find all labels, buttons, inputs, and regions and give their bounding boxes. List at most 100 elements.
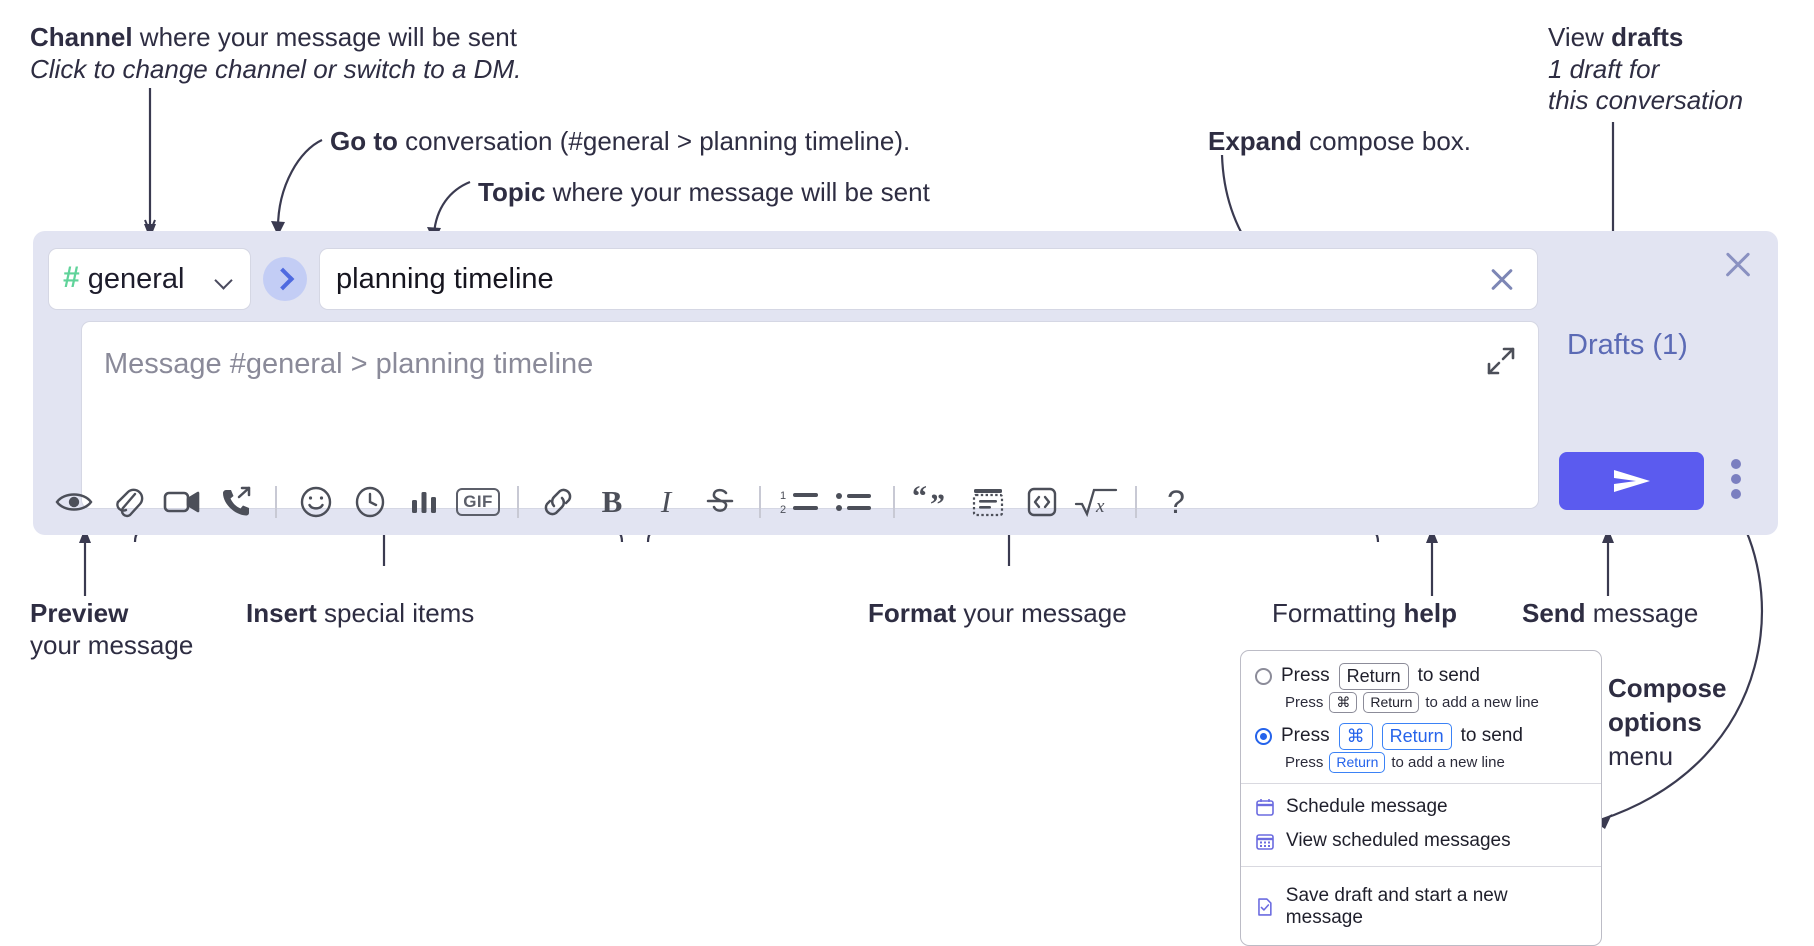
annotation-send-rest: message: [1585, 598, 1699, 628]
send-paperplane-icon: [1613, 470, 1650, 492]
radio-option-cmd-return-hint: Press Return to add a new line: [1285, 751, 1587, 773]
radio-option-return[interactable]: Press Return to send: [1255, 663, 1587, 690]
annotation-expand: Expand compose box.: [1208, 126, 1471, 158]
annotation-preview-sub: your message: [30, 629, 194, 660]
annotation-send-bold: Send: [1522, 598, 1586, 628]
send-button[interactable]: [1559, 452, 1704, 510]
strikethrough-icon[interactable]: [693, 477, 747, 527]
annotation-channel-bold: Channel: [30, 22, 133, 52]
annotation-expand-rest: compose box.: [1301, 126, 1472, 156]
toolbar-separator: [759, 486, 761, 518]
menu-item-save-draft[interactable]: Save draft and start a new message: [1241, 875, 1601, 935]
channel-name-label: general: [87, 262, 185, 295]
ordered-list-icon[interactable]: 1 2: [773, 477, 827, 527]
code-block-icon[interactable]: [961, 477, 1015, 527]
annotation-topic: Topic where your message will be sent: [478, 177, 930, 209]
key-return: Return: [1329, 751, 1386, 773]
svg-text:x: x: [1095, 496, 1105, 517]
expand-icon[interactable]: [1484, 344, 1518, 378]
clock-icon[interactable]: [343, 477, 397, 527]
radio-2-post: to send: [1460, 725, 1523, 747]
key-return: Return: [1338, 663, 1409, 690]
annotation-channel-sub: Click to change channel or switch to a D…: [30, 53, 522, 84]
inline-code-icon[interactable]: [1015, 477, 1069, 527]
calendar-grid-icon: [1256, 834, 1274, 850]
compose-options-menu: Press Return to send Press ⌘ Return to a…: [1240, 650, 1602, 946]
annotation-format-bold: Format: [868, 598, 957, 628]
link-icon[interactable]: [531, 477, 585, 527]
blockquote-icon[interactable]: “ ”: [907, 477, 961, 527]
toolbar-separator: [1135, 486, 1137, 518]
italic-icon[interactable]: I: [639, 477, 693, 527]
italic-label: I: [660, 484, 672, 519]
annotation-preview: Preview your message: [30, 598, 193, 661]
math-icon[interactable]: x: [1069, 477, 1123, 527]
formatting-toolbar: GIF B I: [33, 469, 1553, 535]
chevron-right-icon: [271, 267, 295, 291]
annotation-drafts-sub2: this conversation: [1548, 85, 1744, 116]
key-command: ⌘: [1329, 691, 1358, 713]
message-input-box[interactable]: Message #general > planning timeline: [81, 321, 1539, 509]
bold-label: B: [601, 484, 623, 519]
close-icon[interactable]: [1720, 247, 1756, 283]
annotation-help: Formatting help: [1272, 598, 1457, 630]
annotation-drafts-prefix: View: [1548, 22, 1612, 52]
annotation-compose-options: Compose options menu: [1608, 672, 1726, 773]
annotation-drafts: View drafts 1 draft for this conversatio…: [1548, 22, 1743, 117]
compose-options-button[interactable]: [1731, 459, 1741, 499]
call-icon[interactable]: [209, 477, 263, 527]
annotation-format: Format your message: [868, 598, 1127, 630]
menu-item-label: Save draft and start a new message: [1285, 885, 1508, 928]
annotation-drafts-sub1: 1 draft for: [1548, 53, 1660, 84]
menu-item-view-scheduled[interactable]: View scheduled messages: [1241, 824, 1601, 858]
menu-item-label: View scheduled messages: [1286, 830, 1511, 851]
radio-1-sub-pre: Press: [1285, 693, 1324, 711]
attachment-icon[interactable]: [101, 477, 155, 527]
toolbar-separator: [517, 486, 519, 518]
goto-conversation-button[interactable]: [263, 257, 307, 301]
bulleted-list-icon[interactable]: [827, 477, 881, 527]
annotation-insert-bold: Insert: [246, 598, 317, 628]
send-shortcut-options: Press Return to send Press ⌘ Return to a…: [1241, 651, 1601, 783]
help-label: ?: [1167, 483, 1185, 520]
compose-header-row: # general planning timeline: [48, 248, 1538, 310]
annotation-channel-rest: where your message will be sent: [132, 22, 517, 52]
svg-text:2: 2: [780, 504, 786, 516]
preview-icon[interactable]: [47, 477, 101, 527]
menu-item-schedule-message[interactable]: Schedule message: [1241, 786, 1601, 824]
channel-selector[interactable]: # general: [48, 248, 251, 310]
radio-1-sub-post: to add a new line: [1425, 693, 1539, 711]
draft-group: Save draft and start a new message: [1241, 867, 1601, 945]
radio-2-pre: Press: [1281, 725, 1330, 747]
svg-text:“: “: [912, 486, 927, 513]
schedule-group: Schedule message View scheduled messages: [1241, 784, 1601, 866]
annotation-format-rest: your message: [956, 598, 1127, 628]
key-return: Return: [1381, 723, 1452, 750]
annotation-help-prefix: Formatting: [1272, 598, 1404, 628]
annotation-topic-bold: Topic: [478, 177, 546, 207]
save-draft-icon: [1258, 898, 1272, 916]
annotation-topic-rest: where your message will be sent: [545, 177, 930, 207]
topic-input[interactable]: planning timeline: [319, 248, 1538, 310]
svg-text:”: ”: [930, 488, 945, 518]
menu-divider: [1241, 866, 1601, 867]
gif-label: GIF: [456, 488, 500, 516]
poll-icon[interactable]: [397, 477, 451, 527]
kebab-dot: [1731, 459, 1741, 469]
help-icon[interactable]: ?: [1149, 477, 1203, 527]
drafts-link[interactable]: Drafts (1): [1567, 329, 1688, 361]
radio-icon-selected[interactable]: [1255, 727, 1272, 745]
annotation-compose-options-bold1: Compose: [1608, 673, 1727, 703]
toolbar-separator: [275, 486, 277, 518]
svg-text:1: 1: [780, 490, 786, 502]
close-icon[interactable]: [1485, 262, 1519, 296]
radio-option-return-hint: Press ⌘ Return to add a new line: [1285, 691, 1587, 713]
radio-icon[interactable]: [1255, 667, 1272, 685]
emoji-icon[interactable]: [289, 477, 343, 527]
video-icon[interactable]: [155, 477, 209, 527]
bold-icon[interactable]: B: [585, 477, 639, 527]
compose-right-column: Drafts (1): [1553, 231, 1778, 535]
radio-option-cmd-return[interactable]: Press ⌘ Return to send: [1255, 723, 1587, 750]
gif-icon[interactable]: GIF: [451, 477, 505, 527]
compose-inner: # general planning timeline Message #gen…: [33, 231, 1553, 535]
